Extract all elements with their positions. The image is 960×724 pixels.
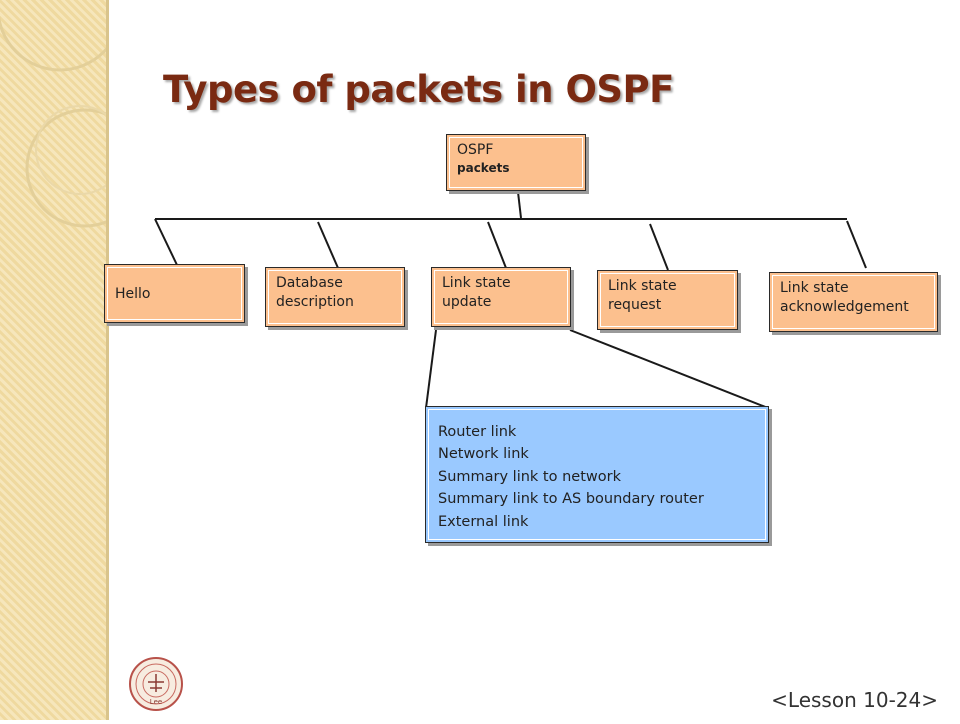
lsa-router-link: Router link [438,424,517,440]
root-connector [517,191,522,219]
lsa-external-link: External link [438,513,529,530]
connector-database-description [317,221,339,269]
connector-hello [154,218,178,266]
connector-link-state-update [487,221,507,269]
link-state-update-box: Link state update [431,267,571,327]
database-description-box: Database description [265,267,405,327]
database-description-label: Database description [276,275,354,310]
connector-link-state-request [649,223,669,271]
connector-lsu-left [425,329,437,409]
ospf-packets-line2: packets [457,160,510,175]
link-state-request-label: Link state request [608,278,677,313]
connector-lsu-right [569,329,769,409]
hello-label: Hello [115,286,151,302]
link-state-acknowledgement-label: Link state acknowledgement [780,280,909,315]
slide-title: Types of packets in OSPF [163,68,674,111]
university-seal-logo: Lee [129,657,183,711]
lsa-summary-link-asbr: Summary link to AS boundary router [438,491,704,508]
lesson-footer: <Lesson 10-24> [771,688,938,712]
logo-text: Lee [150,698,162,706]
lsa-summary-link-network: Summary link to network [438,468,621,485]
link-state-update-label: Link state update [442,275,511,310]
ospf-packets-box: OSPF packets [446,134,586,191]
connector-link-state-ack [846,220,867,269]
decorative-sidebar [0,0,145,720]
lsa-network-link: Network link [438,446,529,463]
hello-box: Hello [104,264,245,323]
link-state-acknowledgement-box: Link state acknowledgement [769,272,938,332]
lsa-types-box: Router link Network link Summary link to… [425,406,769,543]
sidebar-edge [106,0,109,720]
link-state-request-box: Link state request [597,270,738,330]
ospf-packets-line1: OSPF [457,142,494,158]
